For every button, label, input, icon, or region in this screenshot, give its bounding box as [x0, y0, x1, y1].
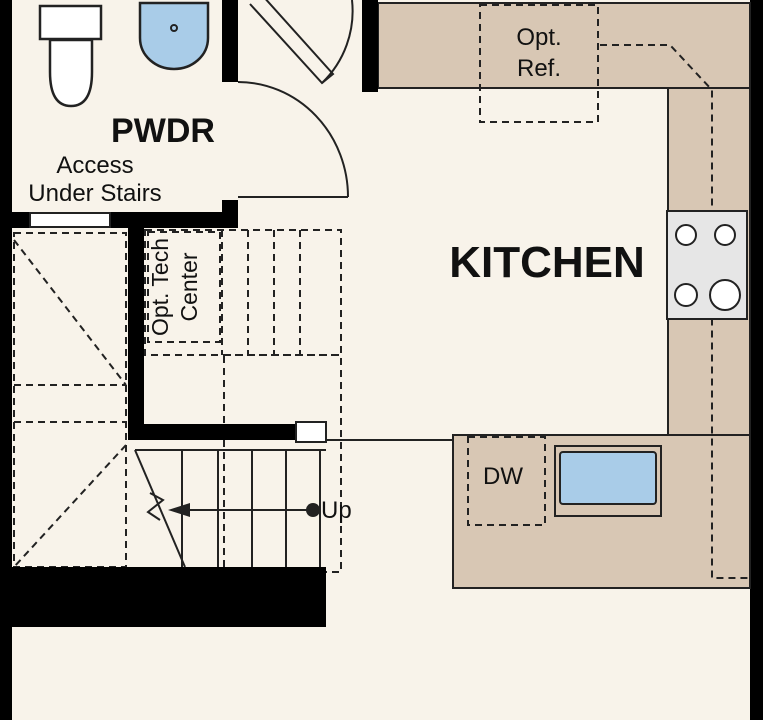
- wall-segment: [128, 228, 144, 440]
- burner-icon: [674, 283, 698, 307]
- newel-post: [295, 421, 327, 443]
- stair-treads: [134, 449, 326, 568]
- pantry-door: [249, 0, 354, 85]
- access-label-line1: Access: [56, 152, 133, 179]
- stairs-up-label: Up: [321, 497, 352, 524]
- powder-room-label: PWDR: [111, 112, 215, 150]
- tech-label-line1: Opt. Tech: [147, 238, 173, 336]
- access-shelf: [29, 212, 111, 228]
- wall-segment: [128, 424, 300, 440]
- fridge-label-line2: Ref.: [517, 55, 561, 82]
- wall-segment: [222, 200, 238, 228]
- burner-icon: [714, 224, 736, 246]
- dishwasher-label: DW: [483, 463, 523, 490]
- dishwasher: [467, 436, 546, 526]
- burner-icon: [709, 279, 741, 311]
- wall-segment: [222, 0, 238, 82]
- tech-center: [147, 231, 221, 343]
- range-cooktop: [666, 210, 748, 320]
- fridge-space: [479, 4, 599, 123]
- stairs-up-arrow-icon: [168, 503, 320, 517]
- tech-label-line2: Center: [176, 252, 202, 321]
- kitchen-sink: [554, 445, 662, 517]
- powder-door: [237, 81, 349, 198]
- kitchen-room-label: KITCHEN: [449, 238, 645, 287]
- wall-segment: [12, 567, 326, 627]
- wall-segment: [362, 0, 378, 92]
- powder-sink-icon: [138, 1, 210, 71]
- fridge-label-line1: Opt.: [516, 24, 561, 51]
- stair-walls: [12, 228, 326, 627]
- toilet-icon: [38, 4, 103, 108]
- tech-center-label: Opt. Tech Center: [147, 238, 202, 336]
- burner-icon: [675, 224, 697, 246]
- upper-cabinet-top: [377, 2, 751, 89]
- under-stairs-storage: [13, 232, 127, 568]
- upper-stair-run: [144, 229, 342, 573]
- access-label-line2: Under Stairs: [28, 180, 161, 207]
